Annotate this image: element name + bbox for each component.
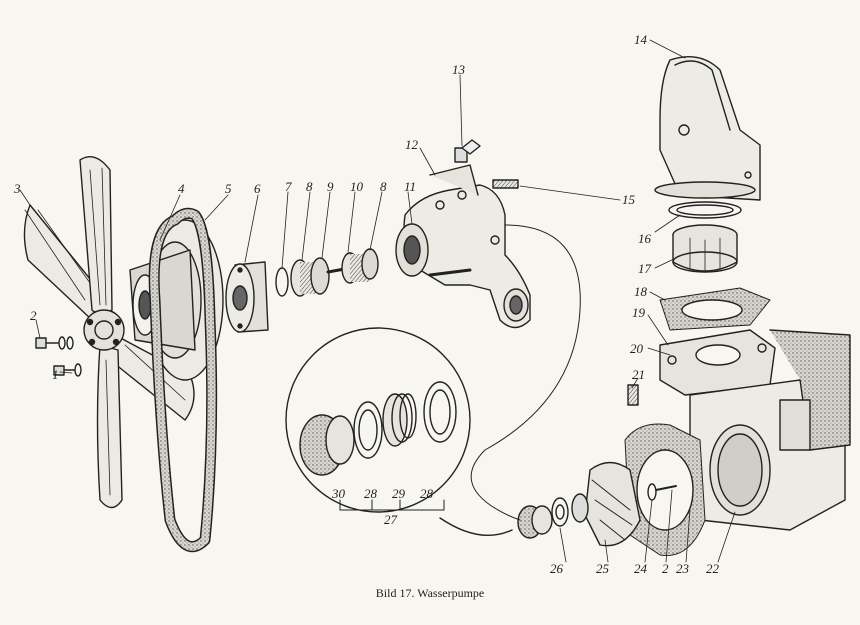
hub <box>225 261 269 333</box>
seal-ring <box>517 505 553 539</box>
assembly-leader-curve <box>470 224 581 521</box>
stud-21 <box>627 384 639 406</box>
v-belt <box>148 207 218 553</box>
bolt-2 <box>35 336 74 350</box>
stud-bolt <box>492 179 519 189</box>
seal-washer <box>551 497 569 527</box>
label-22: 22 <box>706 561 719 576</box>
label-30: 30 <box>332 486 345 501</box>
label-14: 14 <box>634 32 647 47</box>
label-28b: 28 <box>420 486 433 501</box>
fan <box>23 156 195 509</box>
gasket-23 <box>624 423 706 557</box>
gasket-16 <box>668 201 742 219</box>
label-11: 11 <box>404 179 417 194</box>
detail-leader-arrow <box>439 517 513 537</box>
outlet-elbow <box>654 56 761 201</box>
label-21: 21 <box>632 367 645 382</box>
label-29: 29 <box>392 486 405 501</box>
figure-caption: Bild 17. Wasserpumpe <box>375 586 485 600</box>
label-6: 6 <box>254 181 261 196</box>
grease-nipple <box>454 139 481 163</box>
label-24: 24 <box>634 561 647 576</box>
group-bracket-27 <box>339 499 445 511</box>
label-20: 20 <box>630 341 643 356</box>
label-23: 23 <box>676 561 689 576</box>
flange <box>659 329 776 396</box>
impeller <box>571 461 641 547</box>
label-18: 18 <box>634 284 647 299</box>
thermostat <box>672 224 738 273</box>
label-10: 10 <box>350 179 363 194</box>
shaft-assembly <box>275 248 379 297</box>
label-13: 13 <box>452 62 465 77</box>
label-1: 1 <box>52 367 59 382</box>
label-25: 25 <box>596 561 609 576</box>
label-26: 26 <box>550 561 563 576</box>
label-8b: 8 <box>380 179 387 194</box>
label-27: 27 <box>384 512 397 527</box>
label-8a: 8 <box>306 179 313 194</box>
label-12: 12 <box>405 137 418 152</box>
label-7: 7 <box>285 179 292 194</box>
label-9: 9 <box>327 179 334 194</box>
label-17: 17 <box>638 261 651 276</box>
seal-detail-circle <box>285 327 471 513</box>
gasket-18 <box>659 287 771 331</box>
label-2b: 2 <box>662 561 669 576</box>
label-4: 4 <box>178 181 185 196</box>
label-28a: 28 <box>364 486 377 501</box>
label-19: 19 <box>632 305 645 320</box>
engine-block-front <box>689 329 851 531</box>
label-3: 3 <box>14 181 21 196</box>
label-5: 5 <box>225 181 232 196</box>
pump-housing <box>395 164 531 329</box>
bolt-1 <box>53 363 82 377</box>
label-15: 15 <box>622 192 635 207</box>
label-16: 16 <box>638 231 651 246</box>
label-2: 2 <box>30 308 37 323</box>
leader-lines <box>19 39 736 563</box>
